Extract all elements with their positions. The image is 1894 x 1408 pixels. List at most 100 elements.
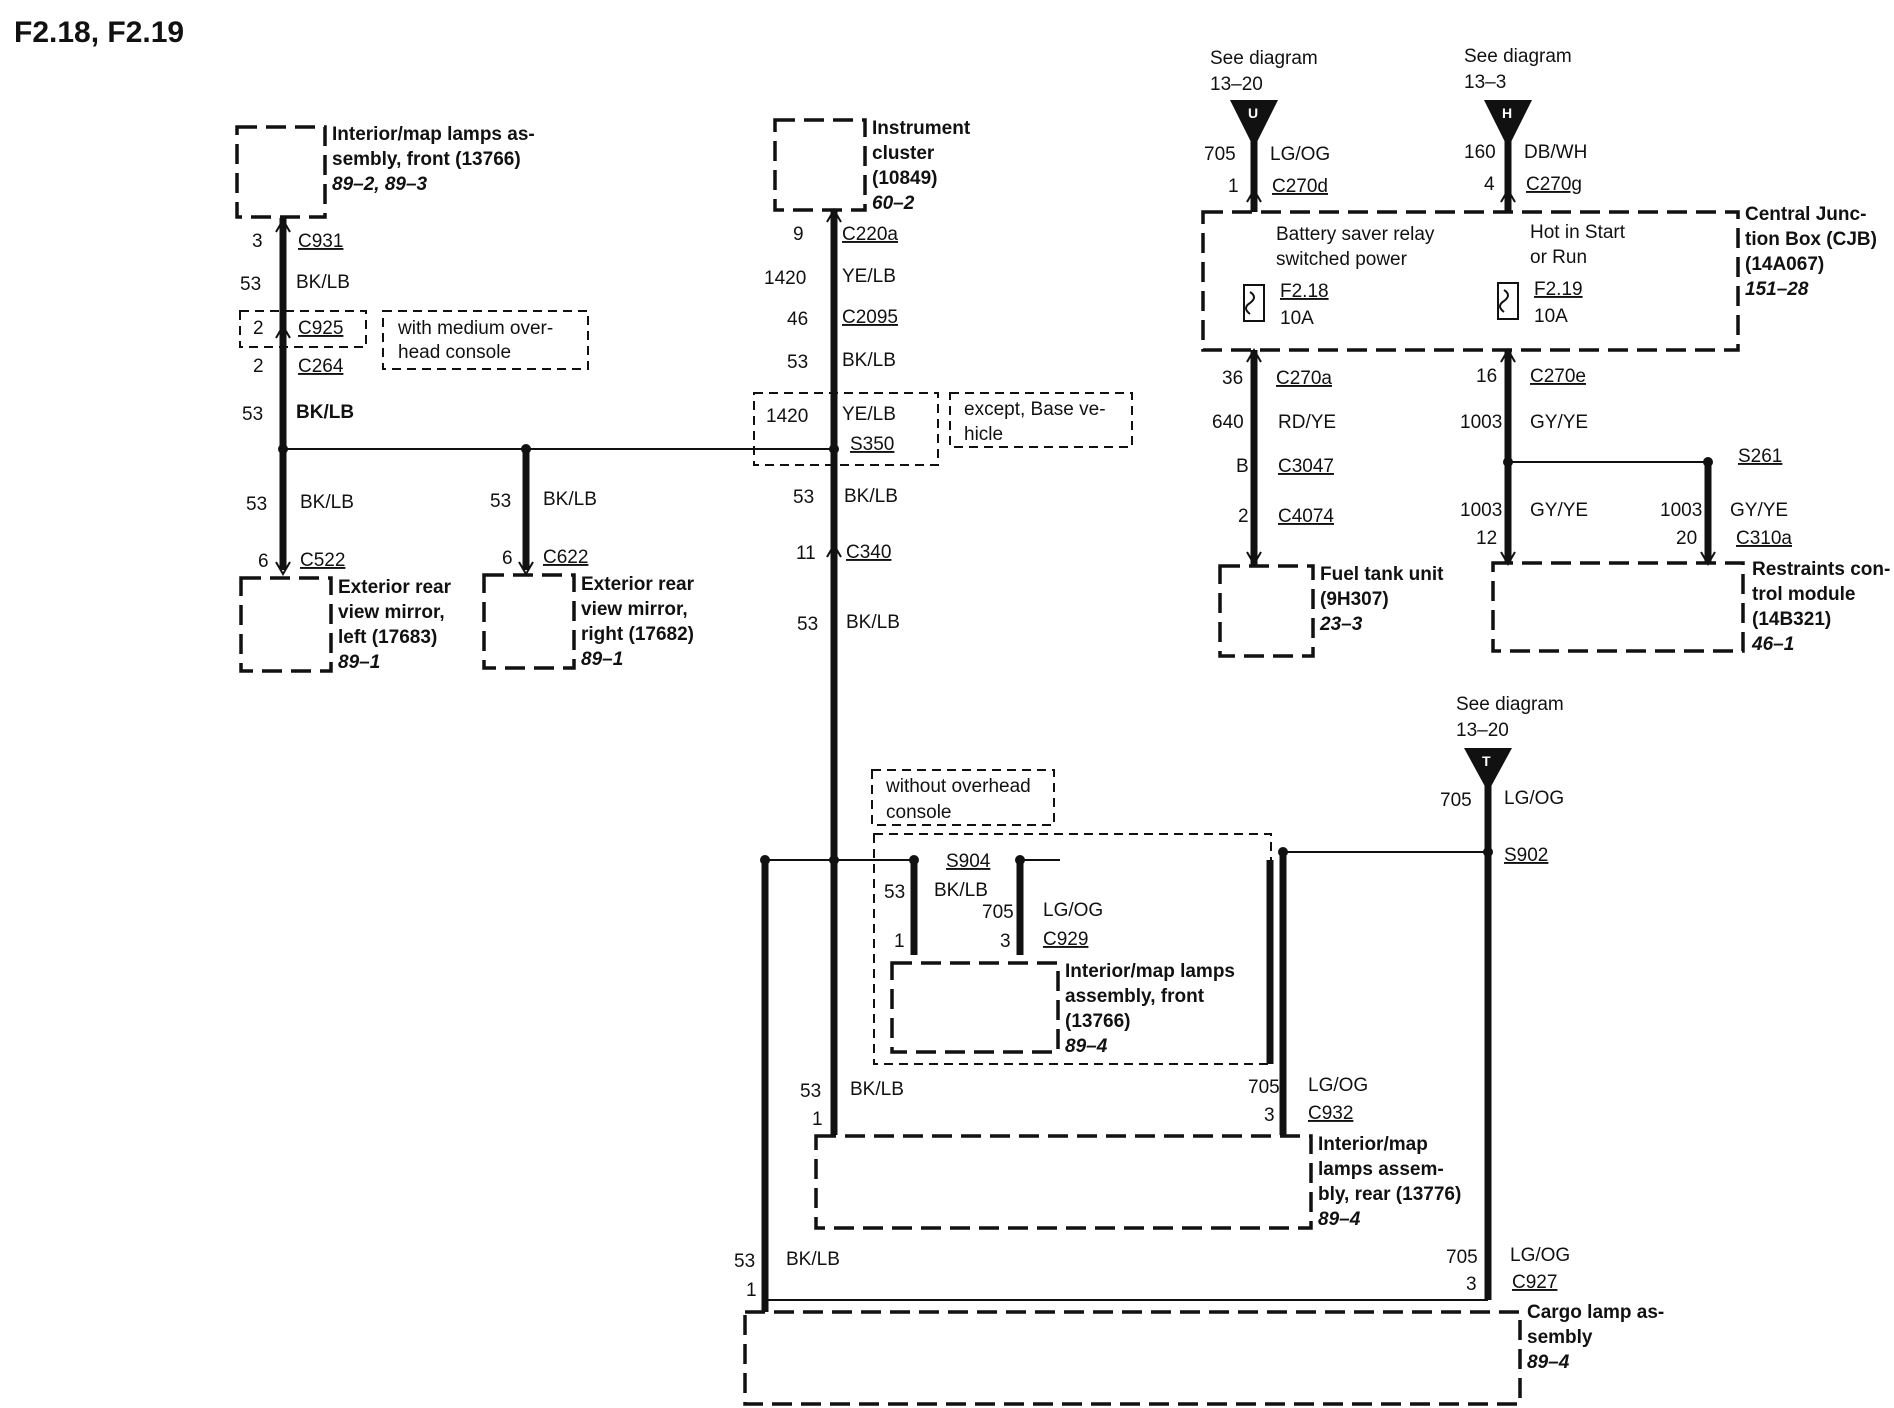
instrument-cluster-name: Instrument xyxy=(872,118,971,139)
connector-id: C270d xyxy=(1272,176,1328,197)
cargo-lamp-group: 53 BK/LB 1 705 LG/OG 3 C927 Cargo lamp a… xyxy=(734,1245,1664,1406)
fuse-rating: 10A xyxy=(1534,306,1568,327)
connector-arrow xyxy=(1246,348,1262,363)
front-lamp-top-group: Interior/map lamps as- sembly, front (13… xyxy=(235,124,535,425)
fuel-tank-unit-part: (9H307) xyxy=(1320,589,1389,610)
note-except-base: except, Base ve- hicle xyxy=(949,392,1133,448)
s902-group: 705 LG/OG S902 xyxy=(1440,788,1564,866)
circuit-number: 705 xyxy=(1440,790,1472,811)
rear-lamp-name: Interior/map xyxy=(1318,1134,1428,1155)
wire-color: LG/OG xyxy=(1504,788,1564,809)
wire-color: LG/OG xyxy=(1043,900,1103,921)
connector-id: C310a xyxy=(1736,528,1792,549)
fuse-description: Battery saver relay xyxy=(1276,224,1435,245)
circuit-number: 1003 xyxy=(1460,500,1502,521)
splice-dot xyxy=(278,444,288,454)
wire-color: BK/LB xyxy=(296,272,350,293)
mirror-left-ref: 89–1 xyxy=(338,652,380,673)
wire-color: GY/YE xyxy=(1730,500,1788,521)
pin-number: 1 xyxy=(894,931,905,952)
cargo-lamp-name: Cargo lamp as- xyxy=(1527,1302,1664,1323)
circuit-number: 53 xyxy=(793,487,814,508)
connector-id: C931 xyxy=(298,231,343,252)
see-diagram-u-label: See diagram xyxy=(1210,48,1318,69)
rear-lamp-name: bly, rear (13776) xyxy=(1318,1184,1461,1205)
rcm-name: trol module xyxy=(1752,584,1855,605)
pin-number: 11 xyxy=(796,543,816,564)
pin-number: 3 xyxy=(1466,1274,1477,1295)
see-diagram-t-ref: 13–20 xyxy=(1456,720,1509,741)
front-lamp-bottom-outline xyxy=(890,961,1060,1054)
wire-color: BK/LB xyxy=(786,1249,840,1270)
front-lamp-bottom-part: (13766) xyxy=(1065,1011,1131,1032)
circuit-number: 53 xyxy=(246,494,267,515)
splice-links xyxy=(283,448,1708,1301)
note-text: console xyxy=(886,802,952,823)
circuit-number: 53 xyxy=(800,1081,821,1102)
pin-number: 1 xyxy=(1228,176,1239,197)
mirror-left-name: left (17683) xyxy=(338,627,437,648)
connector-arrow xyxy=(275,218,291,233)
pin-number: 6 xyxy=(502,548,513,569)
note-text: hicle xyxy=(964,424,1003,445)
rcm-outline xyxy=(1491,561,1745,653)
circuit-number: 1420 xyxy=(766,406,808,427)
note-text: head console xyxy=(398,342,511,363)
pin-number: 46 xyxy=(787,309,808,330)
circuit-number: 1003 xyxy=(1460,412,1502,433)
fuse-element xyxy=(1499,289,1509,313)
connector-id: C4074 xyxy=(1278,506,1334,527)
wire-color: RD/YE xyxy=(1278,412,1336,433)
splice-id: S904 xyxy=(946,851,991,872)
connector-id: C925 xyxy=(298,318,343,339)
note-without-console: without overhead console xyxy=(871,769,1055,826)
fuse-id: F2.19 xyxy=(1534,279,1583,300)
rear-lamp-outline xyxy=(814,1134,1313,1230)
fuse-id: F2.18 xyxy=(1280,281,1329,302)
pin-number: 3 xyxy=(1264,1105,1275,1126)
note-medium-console-box xyxy=(382,310,589,370)
s350-option-box xyxy=(753,392,939,466)
pin-number: 2 xyxy=(253,318,264,339)
pin-number: B xyxy=(1236,456,1249,477)
splice-dots xyxy=(278,444,1713,865)
pin-number: 1 xyxy=(746,1280,757,1301)
fuse-description: switched power xyxy=(1276,249,1408,270)
circuit-number: 53 xyxy=(787,352,808,373)
splice-id: S902 xyxy=(1504,845,1548,866)
wire-color: GY/YE xyxy=(1530,412,1588,433)
reference-t: T See diagram 13–20 xyxy=(1456,694,1564,792)
note-medium-console: with medium over- head console xyxy=(382,310,589,370)
connector-id: C270a xyxy=(1276,368,1332,389)
c925-option-box xyxy=(239,310,367,348)
triangle-u-icon xyxy=(1230,100,1278,148)
pin-number: 1 xyxy=(812,1109,823,1130)
reference-u: U See diagram 13–20 xyxy=(1210,48,1318,148)
wire-color: BK/LB xyxy=(934,880,988,901)
splice-id: S350 xyxy=(850,434,894,455)
fuse-description: or Run xyxy=(1530,247,1587,268)
connector-arrow xyxy=(826,543,842,558)
splice-dot xyxy=(521,444,531,454)
s904-group: S904 53 BK/LB 705 LG/OG 1 3 C929 Interio… xyxy=(873,833,1274,1065)
wire-color: YE/LB xyxy=(842,266,896,287)
wire-color: LG/OG xyxy=(1270,144,1330,165)
fuel-tank-unit-name: Fuel tank unit xyxy=(1320,564,1444,585)
pin-number: 20 xyxy=(1676,528,1697,549)
rcm-path: 1003 GY/YE S261 1003 GY/YE 12 1003 GY/YE… xyxy=(1460,412,1890,655)
connector-id: C932 xyxy=(1308,1103,1353,1124)
triangle-t-letter: T xyxy=(1482,753,1491,769)
circuit-number: 53 xyxy=(797,614,818,635)
triangle-h-icon xyxy=(1484,100,1532,148)
circuit-number: 53 xyxy=(242,404,263,425)
connector-id: C264 xyxy=(298,356,344,377)
rcm-page-ref: 46–1 xyxy=(1751,634,1794,655)
pin-number: 9 xyxy=(793,224,804,245)
connector-id: C340 xyxy=(846,542,891,563)
wire-color: LG/OG xyxy=(1308,1075,1368,1096)
cjb-part-number: (14A067) xyxy=(1745,254,1824,275)
splice-dot xyxy=(760,855,770,865)
see-diagram-t-label: See diagram xyxy=(1456,694,1564,715)
instrument-cluster-part: (10849) xyxy=(872,168,938,189)
